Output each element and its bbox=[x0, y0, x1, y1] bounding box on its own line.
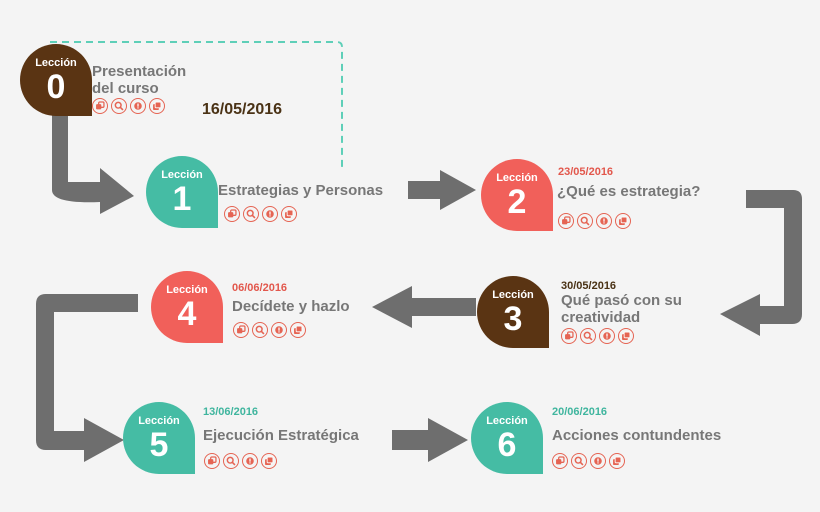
lesson-label: Lección bbox=[35, 57, 77, 69]
lesson-6-title: Acciones contundentes bbox=[552, 427, 722, 444]
info-icon[interactable] bbox=[242, 453, 258, 469]
lesson-number: 3 bbox=[503, 300, 523, 338]
lesson-4-actions bbox=[233, 322, 306, 338]
lesson-5-date: 13/06/2016 bbox=[203, 406, 259, 418]
arrow-4-to-5 bbox=[36, 294, 138, 462]
layers-icon[interactable] bbox=[552, 453, 568, 469]
arrow-5-to-6 bbox=[392, 418, 468, 462]
search-icon[interactable] bbox=[577, 213, 593, 229]
lesson-5-title: Ejecución Estratégica bbox=[203, 427, 359, 444]
lesson-label: Lección bbox=[496, 172, 538, 184]
lesson-3-title: Qué pasó con su creatividad bbox=[561, 292, 682, 326]
arrow-2-to-3 bbox=[720, 190, 802, 336]
lesson-number: 5 bbox=[149, 426, 169, 464]
search-icon[interactable] bbox=[223, 453, 239, 469]
search-icon[interactable] bbox=[571, 453, 587, 469]
copy-icon[interactable] bbox=[615, 213, 631, 229]
layers-icon[interactable] bbox=[561, 328, 577, 344]
lesson-label: Lección bbox=[486, 415, 528, 427]
lesson-4-title: Decídete y hazlo bbox=[232, 298, 350, 315]
lesson-5-actions bbox=[204, 453, 277, 469]
search-icon[interactable] bbox=[111, 98, 127, 114]
lesson-6-badge: Lección 6 bbox=[471, 402, 543, 474]
arrow-0-to-1 bbox=[52, 108, 134, 214]
info-icon[interactable] bbox=[262, 206, 278, 222]
copy-icon[interactable] bbox=[149, 98, 165, 114]
arrow-3-to-4 bbox=[372, 286, 476, 328]
lesson-5-badge: Lección 5 bbox=[123, 402, 195, 474]
lesson-number: 6 bbox=[497, 426, 517, 464]
lesson-label: Lección bbox=[161, 169, 203, 181]
lesson-3-badge: Lección 3 bbox=[477, 276, 549, 348]
lesson-number: 1 bbox=[172, 180, 192, 218]
arrow-1-to-2 bbox=[408, 170, 476, 210]
lesson-label: Lección bbox=[492, 289, 534, 301]
info-icon[interactable] bbox=[130, 98, 146, 114]
copy-icon[interactable] bbox=[261, 453, 277, 469]
info-icon[interactable] bbox=[590, 453, 606, 469]
dashed-connector bbox=[50, 41, 343, 168]
search-icon[interactable] bbox=[252, 322, 268, 338]
info-icon[interactable] bbox=[596, 213, 612, 229]
lesson-6-actions bbox=[552, 453, 625, 469]
lesson-2-actions bbox=[558, 213, 631, 229]
copy-icon[interactable] bbox=[609, 453, 625, 469]
lesson-6-date: 20/06/2016 bbox=[552, 406, 608, 418]
lesson-2-title: ¿Qué es estrategia? bbox=[557, 183, 701, 200]
lesson-4-badge: Lección 4 bbox=[151, 271, 223, 343]
search-icon[interactable] bbox=[580, 328, 596, 344]
lesson-0-badge: Lección 0 bbox=[20, 44, 92, 116]
layers-icon[interactable] bbox=[558, 213, 574, 229]
layers-icon[interactable] bbox=[224, 206, 240, 222]
lesson-2-badge: Lección 2 bbox=[481, 159, 553, 231]
lesson-number: 4 bbox=[177, 295, 197, 333]
lesson-3-actions bbox=[561, 328, 634, 344]
search-icon[interactable] bbox=[243, 206, 259, 222]
copy-icon[interactable] bbox=[290, 322, 306, 338]
lesson-3-date: 30/05/2016 bbox=[561, 280, 617, 292]
lesson-4-date: 06/06/2016 bbox=[232, 282, 288, 294]
lesson-2-date: 23/05/2016 bbox=[558, 166, 614, 178]
lesson-1-title: Estrategias y Personas bbox=[218, 182, 384, 199]
lesson-label: Lección bbox=[138, 415, 180, 427]
layers-icon[interactable] bbox=[233, 322, 249, 338]
lesson-1-actions bbox=[224, 206, 297, 222]
info-icon[interactable] bbox=[599, 328, 615, 344]
copy-icon[interactable] bbox=[281, 206, 297, 222]
lesson-number: 0 bbox=[46, 68, 66, 106]
layers-icon[interactable] bbox=[204, 453, 220, 469]
lesson-0-actions bbox=[92, 98, 165, 114]
lesson-number: 2 bbox=[507, 183, 527, 221]
copy-icon[interactable] bbox=[618, 328, 634, 344]
lesson-0-date: 16/05/2016 bbox=[202, 101, 283, 118]
lesson-0-title: Presentación del curso bbox=[92, 63, 187, 97]
lesson-1-badge: Lección 1 bbox=[146, 156, 218, 228]
lesson-label: Lección bbox=[166, 284, 208, 296]
layers-icon[interactable] bbox=[92, 98, 108, 114]
info-icon[interactable] bbox=[271, 322, 287, 338]
